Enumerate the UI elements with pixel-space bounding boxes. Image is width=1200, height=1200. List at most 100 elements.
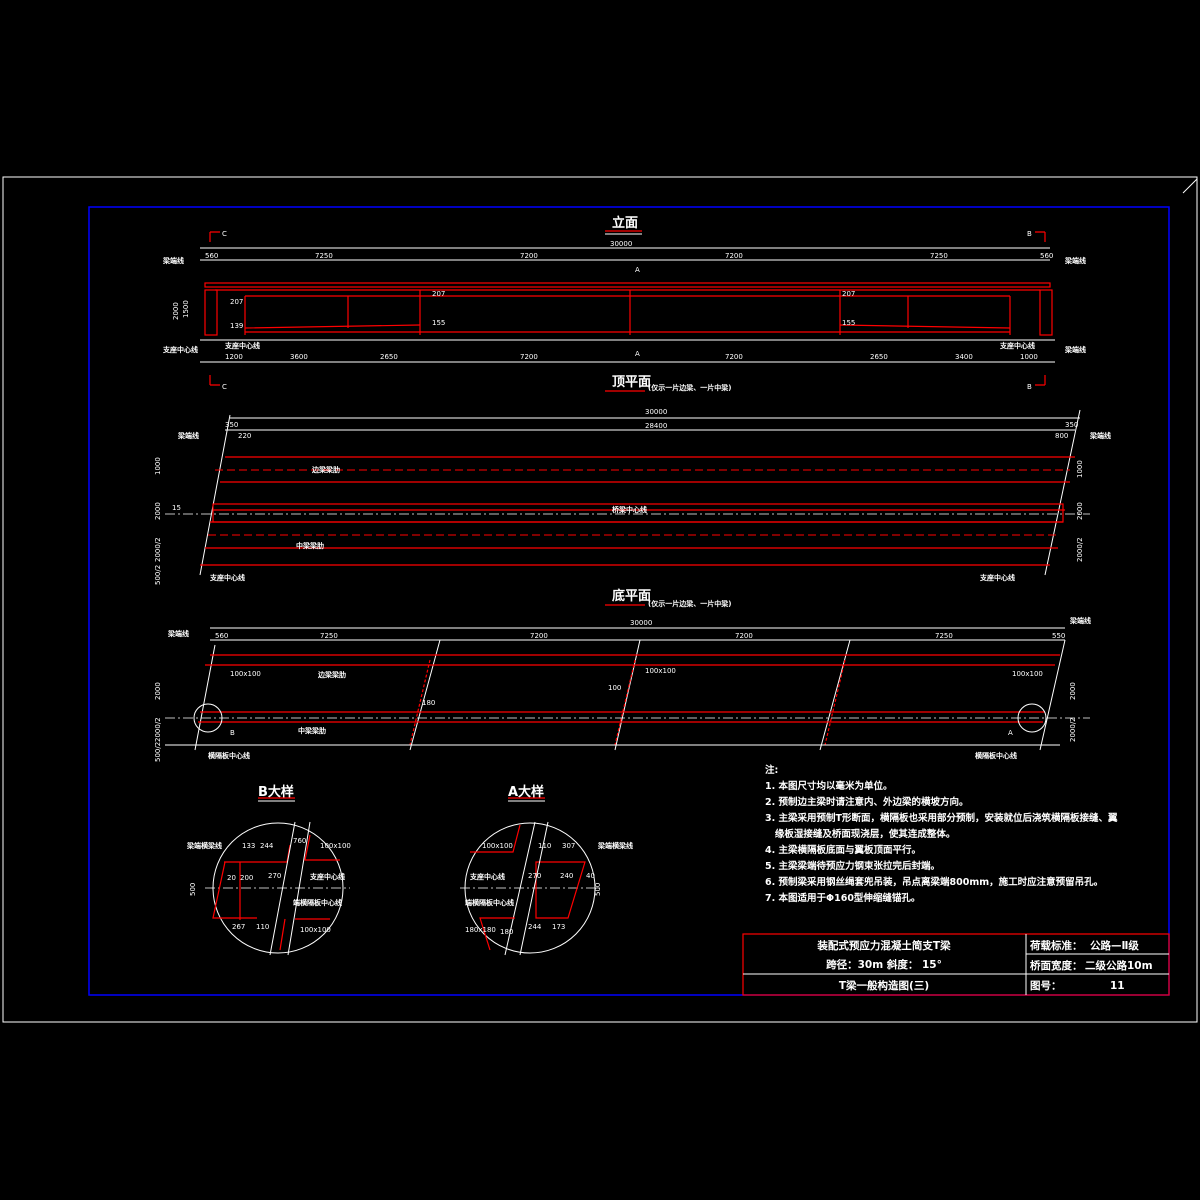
detail-circle: [193, 703, 223, 733]
elevation-left-labels-1: 梁端线: [162, 256, 184, 265]
detail-b-dims-5: 110: [256, 923, 269, 931]
title-block-no-label: 图号：: [1030, 980, 1062, 992]
top-plan-left-dims-2: 2000/2: [154, 537, 162, 562]
detail-circle: [1017, 703, 1047, 733]
bottom-plan-total: 30000: [630, 619, 652, 627]
drawing-line: [1035, 375, 1046, 386]
detail-b-dims-3: 270: [268, 872, 281, 880]
elevation-bottom-dims-7: 1000: [1020, 353, 1038, 361]
detail-b-dims-0: 133: [242, 842, 255, 850]
top-plan-labels-3: 中梁梁肋: [296, 541, 324, 550]
title-block-load-value: 公路—Ⅱ级: [1090, 939, 1139, 952]
elevation-vals-0: 207: [432, 290, 445, 298]
elevation-top-dims-0: 560: [205, 252, 218, 260]
bottom-plan-dims-3: 7200: [735, 632, 753, 640]
drawing-border: [88, 206, 1170, 996]
bottom-plan-dims-5: 550: [1052, 632, 1065, 640]
elevation-top-dims-5: 560: [1040, 252, 1053, 260]
drawing-line: [199, 409, 1081, 576]
drawing-line: [204, 282, 1051, 288]
elevation-bottom-dims-6: 3400: [955, 353, 973, 361]
elevation-title: 立面: [612, 215, 638, 231]
bottom-plan-marks-3: 100: [608, 684, 621, 692]
detail-a-labels-2: 端横隔板中心线: [465, 898, 514, 907]
elevation-heights-1: 1500: [182, 300, 190, 318]
detail-a-dims-5: 173: [552, 923, 565, 931]
title-block-drawing: T梁一般构造图(三): [839, 979, 929, 992]
elevation-bottom-dims-2: 2650: [380, 353, 398, 361]
top-plan-labels-2: 桥梁中心线: [612, 505, 647, 514]
bottom-plan-dims-2: 7200: [530, 632, 548, 640]
elevation-vals-2: 155: [842, 319, 855, 327]
detail-b-labels-1: 支座中心线: [309, 872, 345, 881]
detail-a-dims-0: 110: [538, 842, 551, 850]
notes-title: 注:: [765, 764, 778, 776]
detail-a-labels-0: 梁端横梁线: [597, 841, 633, 850]
detail-b-title: B大样: [258, 784, 294, 800]
detail-a-dims-7: 40: [586, 872, 595, 880]
bottom-plan-labels-1: 边梁梁肋: [317, 670, 346, 679]
notes-items-3: 缘板湿接缝及桥面现浇层，使其连成整体。: [765, 828, 955, 840]
drawing-line: [1039, 289, 1053, 336]
elevation-section-left: C: [222, 383, 227, 391]
detail-b-dims-8: 760: [293, 837, 306, 845]
detail-b-dims-4: 267: [232, 923, 245, 931]
notes-items-7: 7. 本图适用于Φ160型伸缩缝锚孔。: [765, 892, 920, 904]
elevation-vals-1: 139: [230, 322, 243, 330]
bottom-plan-labels-4: 横隔板中心线: [975, 751, 1017, 760]
elevation-right-labels-2: 支座中心线: [999, 341, 1035, 350]
drawing-line: [208, 469, 1070, 536]
bottom-plan-subtitle: (仅示一片边梁、一片中梁): [648, 599, 731, 608]
elevation-top-dims-3: 7200: [725, 252, 743, 260]
bottom-plan-right-dims-1: 2000/2: [1069, 717, 1077, 742]
drawing-line: [742, 933, 1170, 996]
drawing-line: [194, 639, 1066, 751]
elevation-section-a: A: [635, 350, 640, 358]
elevation-total: 30000: [610, 240, 632, 248]
elevation-right-labels-1: 梁端线: [1064, 345, 1086, 354]
title-block-load-label: 荷载标准：: [1029, 939, 1083, 952]
top-plan-ends-3: 350: [1065, 421, 1078, 429]
detail-a-labels-1: 支座中心线: [469, 872, 505, 881]
elevation-bottom-dims-4: 7200: [725, 353, 743, 361]
notes-items-2: 3. 主梁采用预制T形断面，横隔板也采用部分预制，安装就位后浇筑横隔板接缝、翼: [765, 812, 1118, 824]
bottom-plan-title: 底平面: [612, 588, 651, 604]
detail-b-dims-7: 20: [227, 874, 236, 882]
top-plan-ends-0: 350: [225, 421, 238, 429]
top-plan-labels-6: 梁端线: [1089, 431, 1111, 440]
top-plan-labels-0: 支座中心线: [209, 573, 245, 582]
detail-a-dims-1: 307: [562, 842, 575, 850]
bottom-plan-dims-0: 560: [215, 632, 228, 640]
title-block-no-value: 11: [1110, 980, 1125, 992]
detail-a: A大样 110 307 270 240 244 173 500 40 180 梁…: [460, 784, 633, 956]
detail-a-dims-2: 270: [528, 872, 541, 880]
bottom-plan-dims-1: 7250: [320, 632, 338, 640]
notes-items-5: 5. 主梁梁端待预应力钢束张拉完后封端。: [765, 860, 940, 872]
title-block-span: 跨径：30m 斜度： 15°: [826, 958, 942, 971]
top-plan-right-dims-0: 1000: [1076, 460, 1084, 478]
drawing-line: [269, 821, 311, 956]
bottom-plan-marks-2: 100x100: [1012, 670, 1043, 678]
elevation-section-left: C: [222, 230, 227, 238]
title-block: 装配式预应力混凝土简支T梁 跨径：30m 斜度： 15° T梁一般构造图(三) …: [742, 933, 1170, 996]
elevation-section-right: B: [1027, 383, 1032, 391]
notes-items-1: 2. 预制边主梁时请注意内、外边梁的横坡方向。: [765, 796, 969, 808]
bottom-plan-marks-0: 100x100: [230, 670, 261, 678]
elevation-top-dims-2: 7200: [520, 252, 538, 260]
elevation-top-dims-4: 7250: [930, 252, 948, 260]
top-plan-left-dims-3: 500/2: [154, 565, 162, 585]
drawing-line: [347, 290, 909, 335]
drawing-line: [504, 821, 549, 956]
title-block-width-label: 桥面宽度：: [1030, 959, 1083, 972]
bottom-plan-marks-1: 100x100: [645, 667, 676, 675]
detail-b-labels-2: 端横隔板中心线: [293, 898, 342, 907]
bottom-plan-callouts-0: B: [230, 729, 235, 737]
drawing-line: [212, 503, 1064, 523]
notes: 注: 1. 本图尺寸均以毫米为单位。 2. 预制边主梁时请注意内、外边梁的横坡方…: [765, 764, 1118, 904]
detail-b-marks-1: 100x100: [300, 926, 331, 934]
top-plan-left-dims-1: 2000: [154, 502, 162, 520]
bottom-plan-callouts-1: A: [1008, 729, 1013, 737]
drawing-line: [470, 824, 521, 951]
